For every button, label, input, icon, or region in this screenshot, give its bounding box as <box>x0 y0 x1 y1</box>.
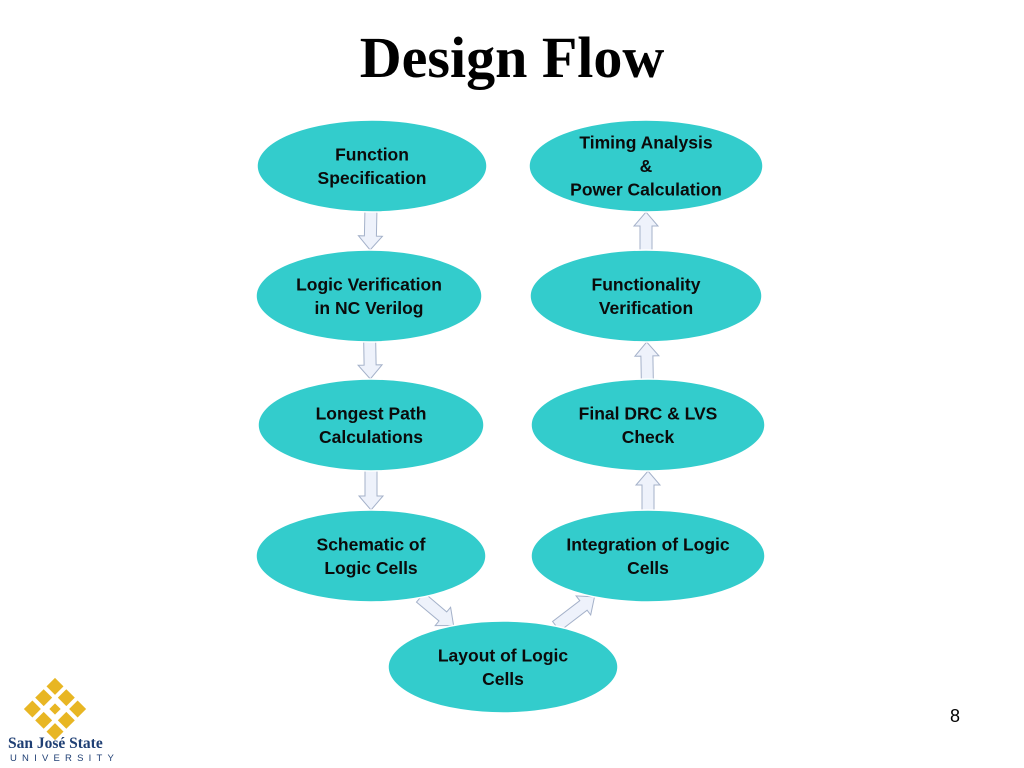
flow-node-drc-lvs: Final DRC & LVS Check <box>530 378 766 472</box>
flow-arrow <box>357 470 385 511</box>
flow-node-shape <box>255 249 483 343</box>
flow-node-shape <box>257 378 485 472</box>
sjsu-logo-icon <box>23 677 87 741</box>
flow-node-label: Check <box>622 427 675 447</box>
flow-node-label: Longest Path <box>316 403 427 423</box>
flow-arrows <box>357 211 662 632</box>
page-number: 8 <box>949 706 960 726</box>
flow-node-label: Integration of Logic <box>566 534 730 554</box>
flow-node-label: Calculations <box>319 427 423 447</box>
flow-node-label: Timing Analysis <box>579 133 712 153</box>
flow-node-label: Cells <box>627 558 669 578</box>
flow-node-label: Layout of Logic <box>438 645 569 665</box>
flow-node-label: Cells <box>482 669 524 689</box>
flow-node-label: Power Calculation <box>570 180 722 200</box>
flow-node-label: Verification <box>599 298 693 318</box>
flow-node-schematic: Schematic of Logic Cells <box>255 509 487 603</box>
flow-node-logic-verification: Logic Verification in NC Verilog <box>255 249 483 343</box>
flow-node-shape <box>530 378 766 472</box>
flow-node-label: Function <box>335 144 409 164</box>
flow-node-shape <box>530 509 766 603</box>
slide-title: Design Flow <box>359 25 665 90</box>
flow-arrow <box>634 470 662 511</box>
flow-arrow <box>632 211 660 251</box>
logo-university-text: UNIVERSITY <box>10 753 120 764</box>
flow-node-label: in NC Verilog <box>315 298 424 318</box>
flow-node-label: Schematic of <box>317 534 426 554</box>
flow-node-shape <box>387 620 619 714</box>
logo-wordmark: San José State <box>8 735 103 752</box>
flow-node-label: & <box>640 156 653 176</box>
flow-arrow <box>357 211 384 251</box>
flow-node-shape <box>256 119 488 213</box>
flow-node-label: Logic Cells <box>324 558 418 578</box>
flow-arrow <box>357 341 384 380</box>
flow-node-label: Specification <box>318 168 427 188</box>
flow-node-label: Functionality <box>592 274 701 294</box>
flow-arrow <box>633 341 660 380</box>
flow-node-label: Final DRC & LVS <box>579 403 718 423</box>
flow-node-shape <box>255 509 487 603</box>
flow-node-shape <box>528 119 764 213</box>
flow-node-label: Logic Verification <box>296 274 442 294</box>
flow-node-timing-power: Timing Analysis & Power Calculation <box>528 119 764 213</box>
flow-node-shape <box>529 249 763 343</box>
flow-arrow <box>551 595 596 632</box>
